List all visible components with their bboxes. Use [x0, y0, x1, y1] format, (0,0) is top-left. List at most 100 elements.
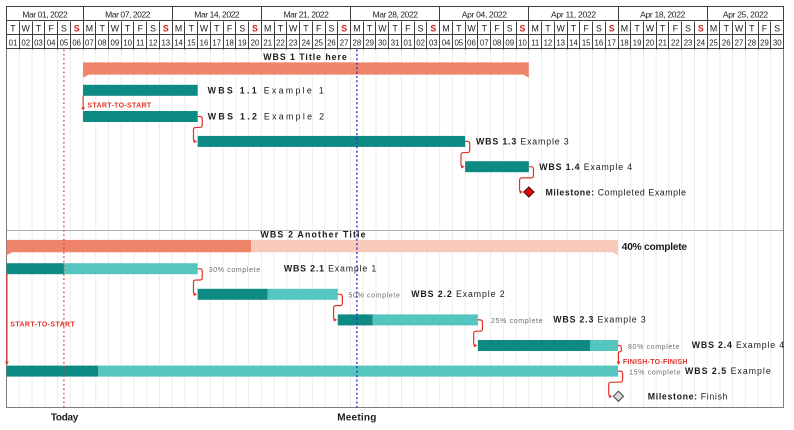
svg-text:04: 04	[442, 39, 451, 48]
svg-text:T: T	[36, 24, 42, 34]
svg-text:S: S	[430, 24, 436, 34]
svg-text:FINISH-TO-FINISH: FINISH-TO-FINISH	[623, 359, 688, 366]
svg-text:13: 13	[161, 39, 170, 48]
svg-text:T: T	[634, 24, 640, 34]
svg-text:F: F	[673, 24, 679, 34]
svg-text:WBS 1.2 Example 2: WBS 1.2 Example 2	[208, 112, 326, 122]
svg-text:12: 12	[544, 39, 553, 48]
svg-text:S: S	[74, 24, 80, 34]
svg-text:16: 16	[595, 39, 604, 48]
svg-text:S: S	[341, 24, 347, 34]
svg-text:W: W	[111, 24, 120, 34]
svg-text:30% complete: 30% complete	[209, 267, 261, 274]
svg-text:07: 07	[85, 39, 94, 48]
svg-text:S: S	[774, 24, 780, 34]
svg-text:W: W	[200, 24, 209, 34]
svg-text:F: F	[316, 24, 322, 34]
svg-text:W: W	[22, 24, 31, 34]
svg-text:T: T	[99, 24, 105, 34]
svg-text:T: T	[749, 24, 755, 34]
svg-text:S: S	[163, 24, 169, 34]
svg-text:M: M	[442, 24, 449, 34]
svg-text:S: S	[328, 24, 334, 34]
svg-text:T: T	[660, 24, 666, 34]
svg-text:26: 26	[327, 39, 336, 48]
svg-text:13: 13	[556, 39, 565, 48]
svg-text:17: 17	[607, 39, 616, 48]
svg-text:START-TO-START: START-TO-START	[10, 322, 75, 329]
svg-text:10: 10	[123, 39, 132, 48]
svg-text:23: 23	[289, 39, 298, 48]
svg-text:W: W	[735, 24, 744, 34]
svg-text:WBS 2.1 Example 1: WBS 2.1 Example 1	[284, 263, 377, 273]
svg-text:W: W	[378, 24, 387, 34]
svg-text:22: 22	[671, 39, 680, 48]
svg-text:05: 05	[60, 39, 69, 48]
svg-text:T: T	[724, 24, 730, 34]
svg-text:25% complete: 25% complete	[491, 318, 543, 325]
svg-text:M: M	[532, 24, 539, 34]
svg-text:WBS 1.3 Example 3: WBS 1.3 Example 3	[476, 136, 569, 146]
svg-text:21: 21	[658, 39, 667, 48]
svg-text:01: 01	[9, 39, 18, 48]
svg-text:W: W	[289, 24, 298, 34]
svg-text:02: 02	[21, 39, 30, 48]
svg-text:T: T	[456, 24, 462, 34]
svg-text:10: 10	[518, 39, 527, 48]
svg-text:F: F	[48, 24, 54, 34]
svg-text:Mar 01, 2022: Mar 01, 2022	[22, 9, 68, 19]
svg-text:Mar 28, 2022: Mar 28, 2022	[373, 9, 419, 19]
svg-text:WBS 1.1 Example 1: WBS 1.1 Example 1	[208, 85, 326, 95]
svg-text:M: M	[86, 24, 93, 34]
svg-text:19: 19	[238, 39, 247, 48]
svg-text:08: 08	[98, 39, 107, 48]
svg-text:03: 03	[429, 39, 438, 48]
svg-text:28: 28	[353, 39, 362, 48]
svg-text:S: S	[685, 24, 691, 34]
svg-text:31: 31	[391, 39, 400, 48]
svg-text:Apr 11, 2022: Apr 11, 2022	[551, 9, 596, 19]
svg-text:S: S	[609, 24, 615, 34]
svg-text:F: F	[138, 24, 144, 34]
svg-text:Meeting: Meeting	[337, 413, 376, 424]
svg-text:50% complete: 50% complete	[349, 293, 401, 300]
svg-text:Mar 21, 2022: Mar 21, 2022	[283, 9, 329, 19]
svg-text:M: M	[710, 24, 717, 34]
svg-text:14: 14	[569, 39, 578, 48]
svg-text:25: 25	[709, 39, 718, 48]
svg-text:29: 29	[365, 39, 374, 48]
svg-text:07: 07	[480, 39, 489, 48]
svg-text:WBS 1 Title here: WBS 1 Title here	[263, 52, 347, 62]
svg-text:T: T	[125, 24, 131, 34]
svg-text:S: S	[252, 24, 258, 34]
svg-text:20: 20	[646, 39, 655, 48]
svg-text:WBS 2.2 Example 2: WBS 2.2 Example 2	[411, 289, 505, 299]
svg-text:30: 30	[378, 39, 387, 48]
svg-text:M: M	[264, 24, 271, 34]
svg-text:03: 03	[34, 39, 43, 48]
svg-text:WBS 2.5 Example: WBS 2.5 Example	[685, 366, 772, 376]
svg-text:F: F	[227, 24, 233, 34]
svg-text:W: W	[467, 24, 476, 34]
svg-text:11: 11	[136, 39, 144, 48]
svg-text:06: 06	[72, 39, 81, 48]
svg-text:Mar 07, 2022: Mar 07, 2022	[105, 9, 151, 19]
svg-text:S: S	[520, 24, 526, 34]
svg-text:05: 05	[454, 39, 463, 48]
svg-text:01: 01	[403, 39, 412, 48]
svg-text:T: T	[571, 24, 577, 34]
svg-text:S: S	[150, 24, 156, 34]
svg-text:14: 14	[174, 39, 183, 48]
svg-text:S: S	[239, 24, 245, 34]
svg-text:27: 27	[735, 39, 744, 48]
svg-text:Today: Today	[51, 413, 79, 424]
svg-text:T: T	[545, 24, 551, 34]
svg-text:22: 22	[276, 39, 285, 48]
svg-text:02: 02	[416, 39, 425, 48]
svg-text:15: 15	[582, 39, 591, 48]
svg-text:80% complete: 80% complete	[628, 344, 680, 351]
svg-text:T: T	[189, 24, 195, 34]
svg-text:21: 21	[263, 39, 272, 48]
svg-text:T: T	[10, 24, 16, 34]
svg-text:17: 17	[212, 39, 221, 48]
